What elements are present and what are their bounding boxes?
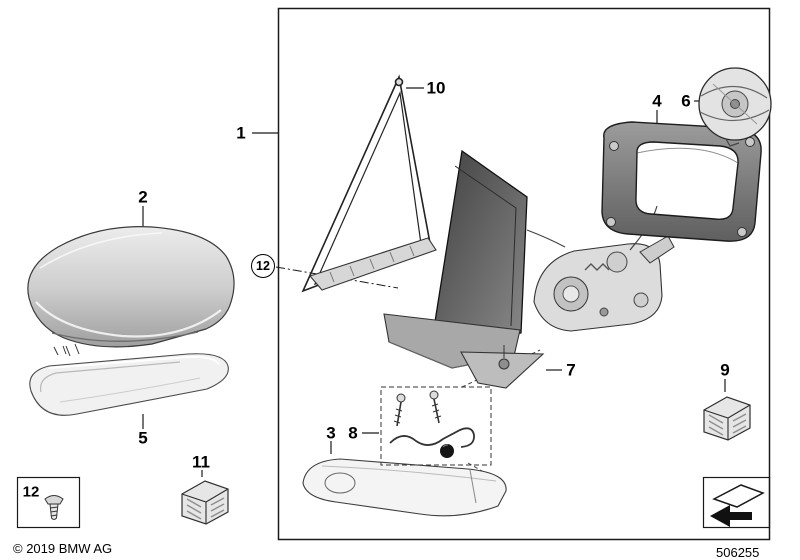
frame-bracket-part: [309, 237, 437, 291]
mirror-bracket-mechanism: [526, 205, 675, 332]
clip-marks: [65, 343, 80, 357]
copyright-text: © 2019 BMW AG: [13, 541, 113, 556]
hardware-kit-group: [380, 386, 492, 466]
screw-icon: [429, 390, 442, 424]
callout-4[interactable]: 4: [652, 91, 662, 111]
callout-6[interactable]: 6: [681, 91, 691, 111]
package-icon: [181, 480, 229, 525]
lower-trim-part: [302, 458, 507, 517]
screw-icon: [393, 393, 406, 427]
drawing-number: 506255: [716, 545, 760, 560]
diagram-frame: [277, 7, 771, 541]
callout-8[interactable]: 8: [348, 423, 358, 443]
callout-1[interactable]: 1: [236, 123, 246, 143]
mirror-cap-part: [27, 226, 235, 348]
grommet-icon: [440, 444, 454, 458]
callout-7[interactable]: 7: [566, 360, 576, 380]
callout-leader-lines: [142, 87, 726, 477]
callout-11[interactable]: 11: [192, 452, 210, 472]
clip-icon: [389, 427, 475, 448]
package-icon: [703, 396, 751, 441]
callout-12-circled[interactable]: 12: [251, 254, 275, 278]
base-cover-part: [460, 345, 545, 389]
turn-signal-part: [29, 345, 229, 416]
callout-12-legend[interactable]: 12: [22, 483, 40, 501]
screw-icon: [44, 495, 64, 520]
direction-of-travel-icon: [702, 476, 771, 529]
callout-5[interactable]: 5: [138, 428, 148, 448]
mirror-actuator-part: [698, 67, 772, 147]
callout-2[interactable]: 2: [138, 187, 148, 207]
mirror-base-sail-part: [430, 149, 528, 348]
callout-10[interactable]: 10: [426, 78, 446, 98]
callout-12-leader: [275, 266, 399, 289]
screw-legend-box: [16, 476, 81, 529]
callout-9[interactable]: 9: [720, 360, 730, 380]
callout-3[interactable]: 3: [326, 423, 336, 443]
